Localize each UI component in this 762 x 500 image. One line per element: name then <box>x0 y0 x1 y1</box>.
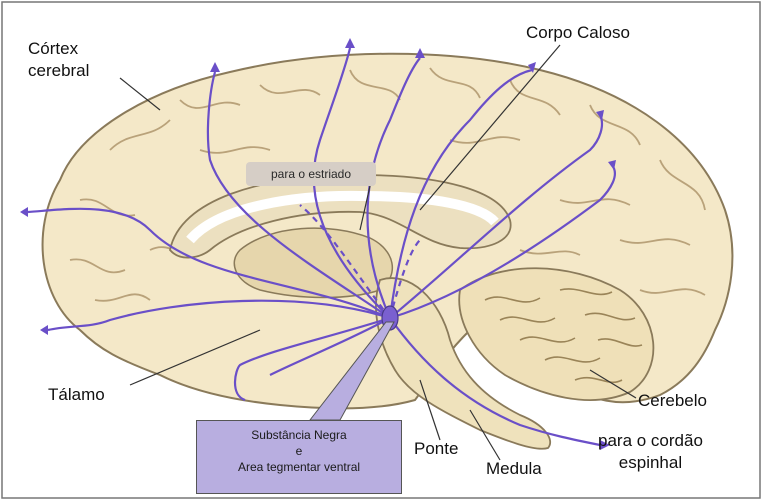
label-cordao-line1: para o cordão <box>598 430 703 452</box>
label-medula: Medula <box>486 458 542 480</box>
label-cortex-line2: cerebral <box>28 60 89 82</box>
label-cordao-espinhal: para o cordão espinhal <box>598 430 703 474</box>
label-cortex-cerebral: Córtex cerebral <box>28 38 89 82</box>
label-cerebelo: Cerebelo <box>638 390 707 412</box>
source-line2: e <box>197 443 401 459</box>
label-talamo: Tálamo <box>48 384 105 406</box>
label-cortex-line1: Córtex <box>28 38 89 60</box>
label-para-o-estriado: para o estriado <box>246 162 376 186</box>
label-ponte: Ponte <box>414 438 458 460</box>
label-corpo-caloso: Corpo Caloso <box>526 22 630 44</box>
source-line1: Substância Negra <box>197 427 401 443</box>
label-cordao-line2: espinhal <box>598 452 703 474</box>
source-line3: Area tegmentar ventral <box>197 459 401 475</box>
source-label-box: Substância Negra e Area tegmentar ventra… <box>196 420 402 494</box>
